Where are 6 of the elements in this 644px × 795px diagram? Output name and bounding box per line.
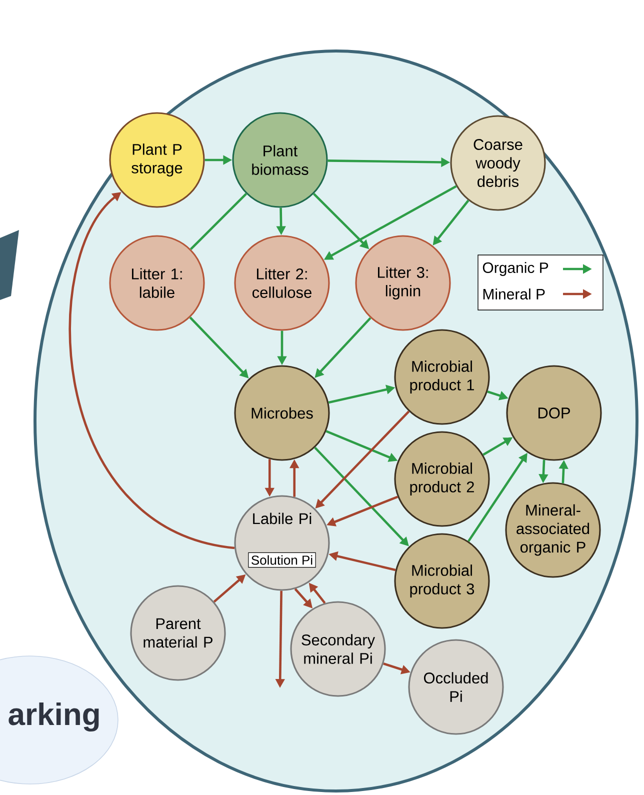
legend-label: Mineral P bbox=[483, 288, 545, 300]
arrow bbox=[69, 192, 235, 550]
heading-text: arking bbox=[8, 702, 99, 732]
connector-line bbox=[190, 193, 248, 250]
label-box: Solution Pi bbox=[248, 552, 316, 568]
legend-label: Organic P bbox=[482, 262, 548, 276]
